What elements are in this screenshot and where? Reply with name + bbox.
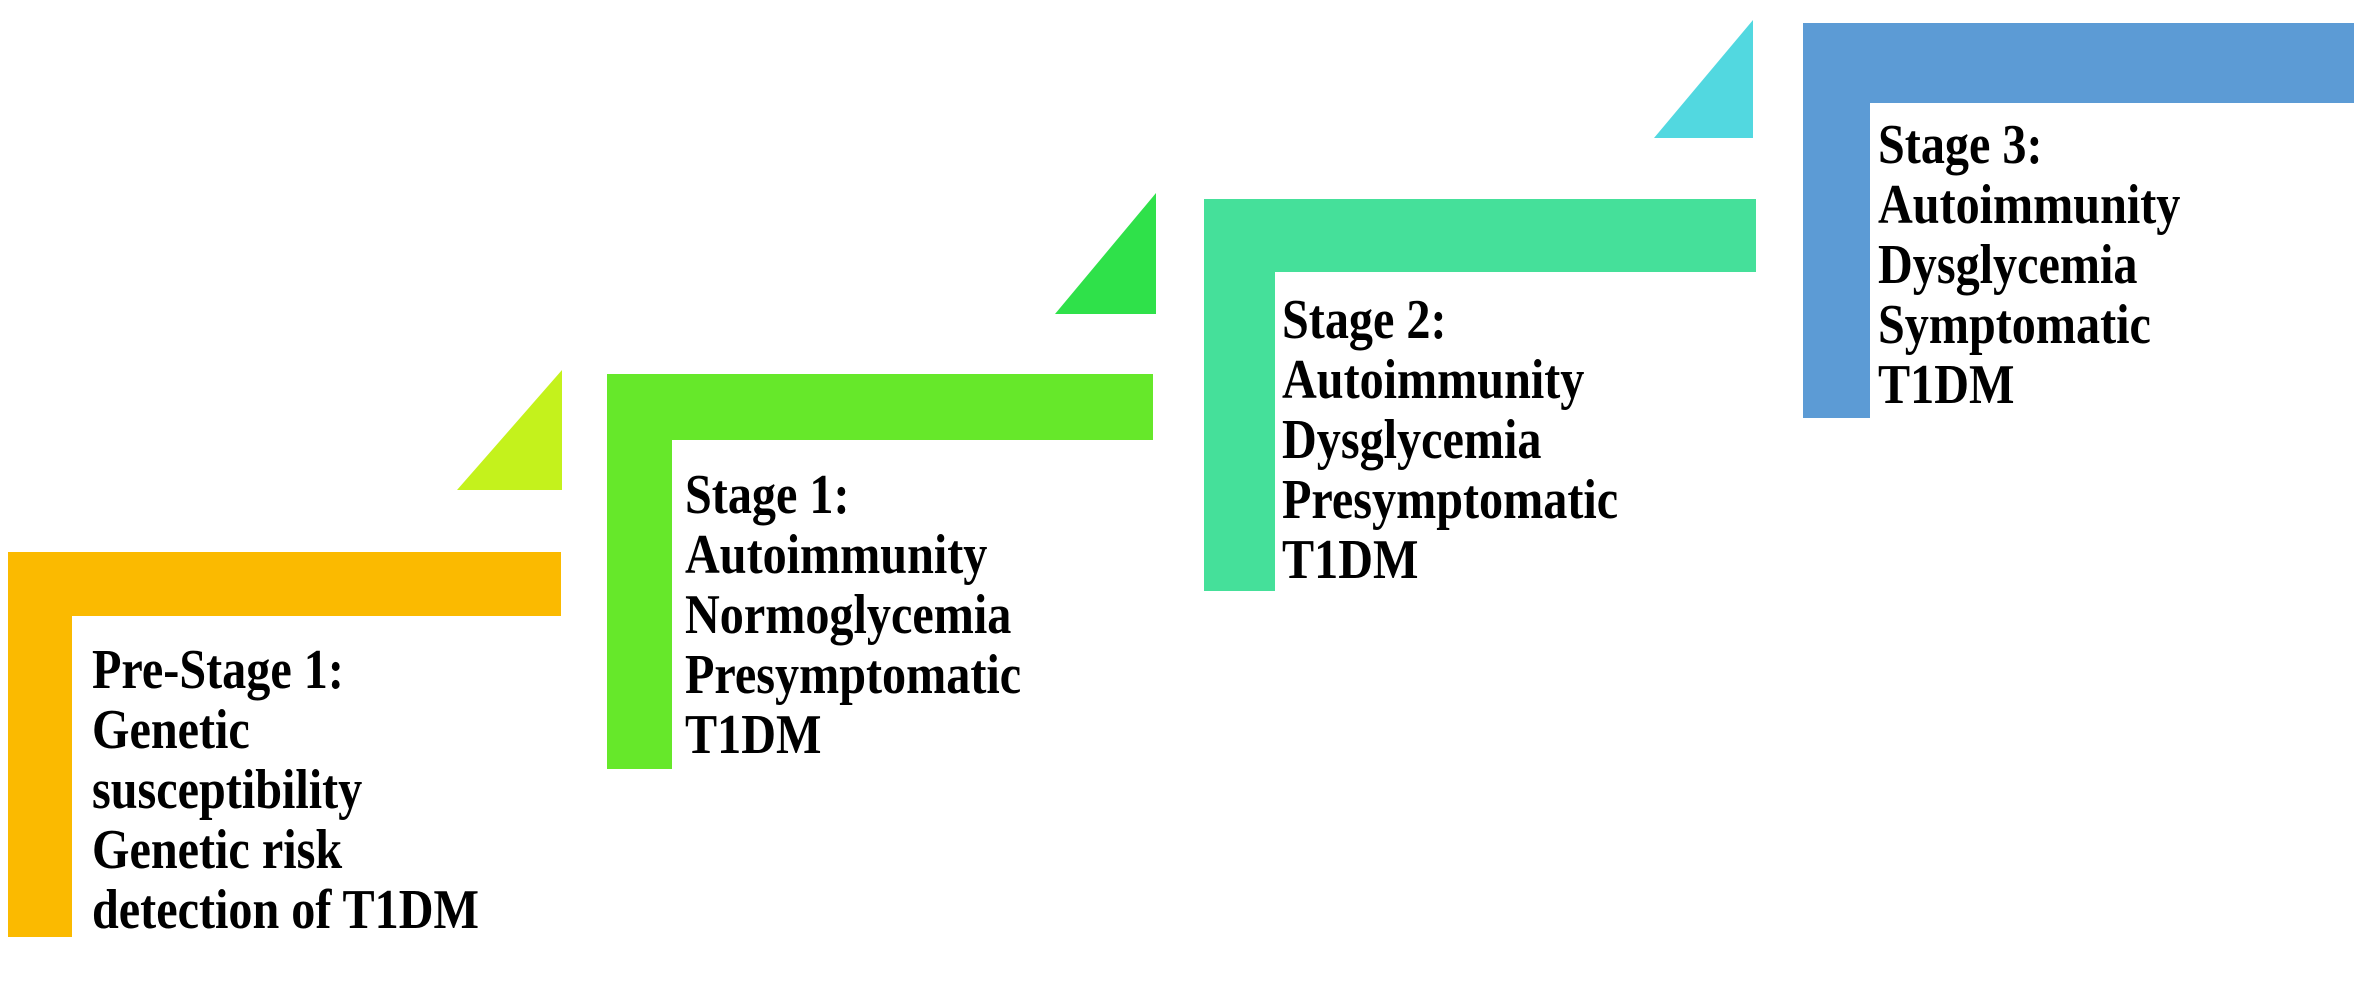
stage-2-line-4: T1DM [1282,529,1419,591]
stage-1-arrow-tip [1055,193,1156,314]
stage-2-line-1: Autoimmunity [1282,349,1585,411]
pre-stage-1-bar-horizontal [8,552,561,616]
pre-stage-1-arrow-tip [457,370,562,490]
stage-2-bar-vertical [1204,199,1275,591]
stage-1-bar-horizontal [607,374,1153,440]
pre-stage-1-line-2: susceptibility [92,759,363,821]
stage-3-bar-vertical [1803,23,1870,418]
stage-2-line-3: Presymptomatic [1282,469,1619,531]
stage-2-text: Stage 2: Autoimmunity Dysglycemia Presym… [1282,290,1618,590]
pre-stage-1-title: Pre-Stage 1: [92,639,344,701]
stage-3-title: Stage 3: [1878,114,2043,176]
stage-1-line-3: Presymptomatic [685,644,1022,706]
stage-3-text: Stage 3: Autoimmunity Dysglycemia Sympto… [1878,115,2180,415]
pre-stage-1-text: Pre-Stage 1: Genetic susceptibility Gene… [92,640,479,940]
stage-2-line-2: Dysglycemia [1282,409,1542,471]
stage-1-line-4: T1DM [685,704,822,766]
pre-stage-1-line-1: Genetic [92,699,250,761]
stage-3-line-2: Dysglycemia [1878,234,2138,296]
stage-1-text: Stage 1: Autoimmunity Normoglycemia Pres… [685,465,1021,765]
stage-2-title: Stage 2: [1282,289,1447,351]
stage-1-line-1: Autoimmunity [685,524,988,586]
stage-1-line-2: Normoglycemia [685,584,1012,646]
stage-3-bar-horizontal [1803,23,2354,103]
stage-2-arrow-tip [1654,20,1753,138]
stage-3-line-1: Autoimmunity [1878,174,2181,236]
stage-3-line-4: T1DM [1878,354,2015,416]
stage-3-line-3: Symptomatic [1878,294,2151,356]
stage-1-title: Stage 1: [685,464,850,526]
stage-1-bar-vertical [607,374,672,769]
pre-stage-1-line-4: detection of T1DM [92,879,479,941]
pre-stage-1-line-3: Genetic risk [92,819,343,881]
stage-2-bar-horizontal [1204,199,1756,272]
pre-stage-1-bar-vertical [8,552,72,937]
